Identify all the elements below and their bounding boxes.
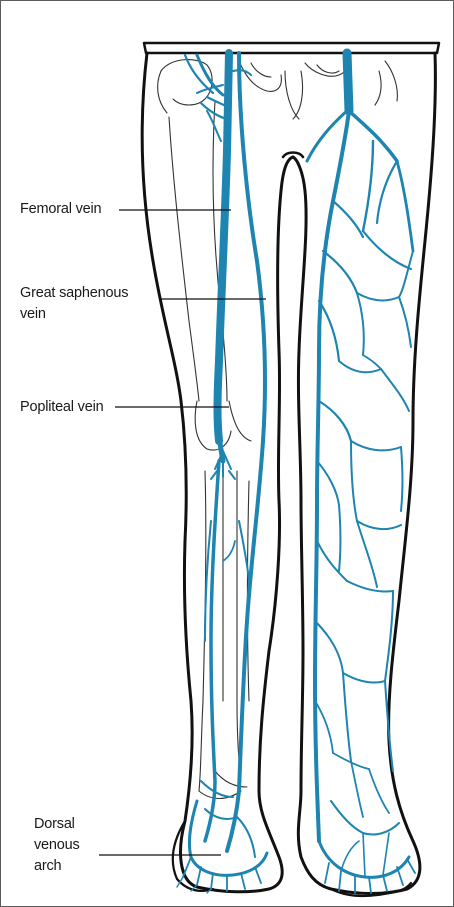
label-line: vein	[20, 304, 128, 325]
label-femoral-vein: Femoral vein	[20, 199, 101, 220]
leg-outline	[142, 43, 439, 896]
label-popliteal-vein: Popliteal vein	[20, 397, 103, 418]
label-line: Popliteal vein	[20, 397, 103, 418]
label-dorsal-venous-arch: Dorsal venous arch	[34, 814, 80, 877]
label-line: Great saphenous	[20, 283, 128, 304]
label-line: venous	[34, 835, 80, 856]
label-line: Dorsal	[34, 814, 80, 835]
label-line: Femoral vein	[20, 199, 101, 220]
label-great-saphenous-vein: Great saphenous vein	[20, 283, 128, 325]
label-line: arch	[34, 856, 80, 877]
